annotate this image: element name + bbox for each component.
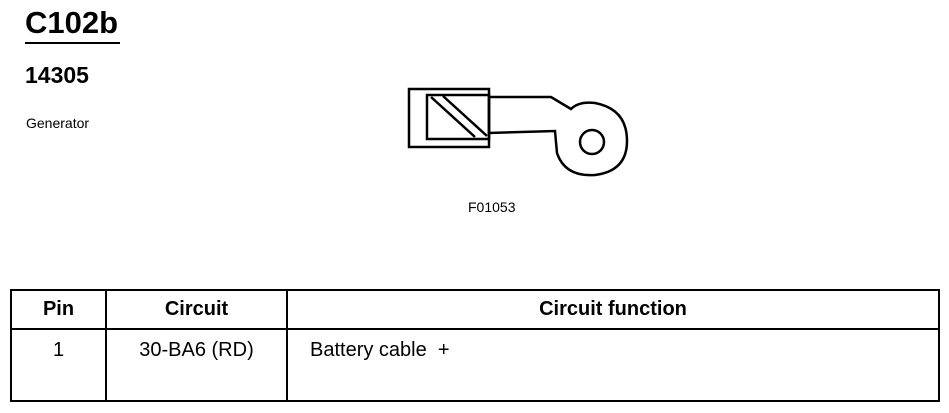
pin-table: Pin Circuit Circuit function 1 30-BA6 (R… xyxy=(10,289,940,402)
circuit-code: 30-BA6 (RD) xyxy=(105,328,288,402)
crimp-diagonal xyxy=(442,95,488,137)
component-name: Generator xyxy=(26,115,90,131)
figure-reference: F01053 xyxy=(468,199,516,215)
header-pin: Pin xyxy=(10,289,107,330)
ring-hole xyxy=(578,128,606,156)
table-header-row: Pin Circuit Circuit function xyxy=(10,289,940,330)
part-number: 14305 xyxy=(25,62,89,88)
circuit-function: Battery cable + xyxy=(286,328,940,402)
pin-number: 1 xyxy=(10,328,107,402)
crimp-diagonal xyxy=(430,96,476,138)
table-row: 1 30-BA6 (RD) Battery cable + xyxy=(10,328,940,402)
ring-terminal-diagram xyxy=(407,87,629,177)
connector-id: C102b xyxy=(25,4,121,44)
header-circuit-function: Circuit function xyxy=(286,289,940,330)
header-circuit: Circuit xyxy=(105,289,288,330)
ring-terminal-body xyxy=(487,95,629,177)
